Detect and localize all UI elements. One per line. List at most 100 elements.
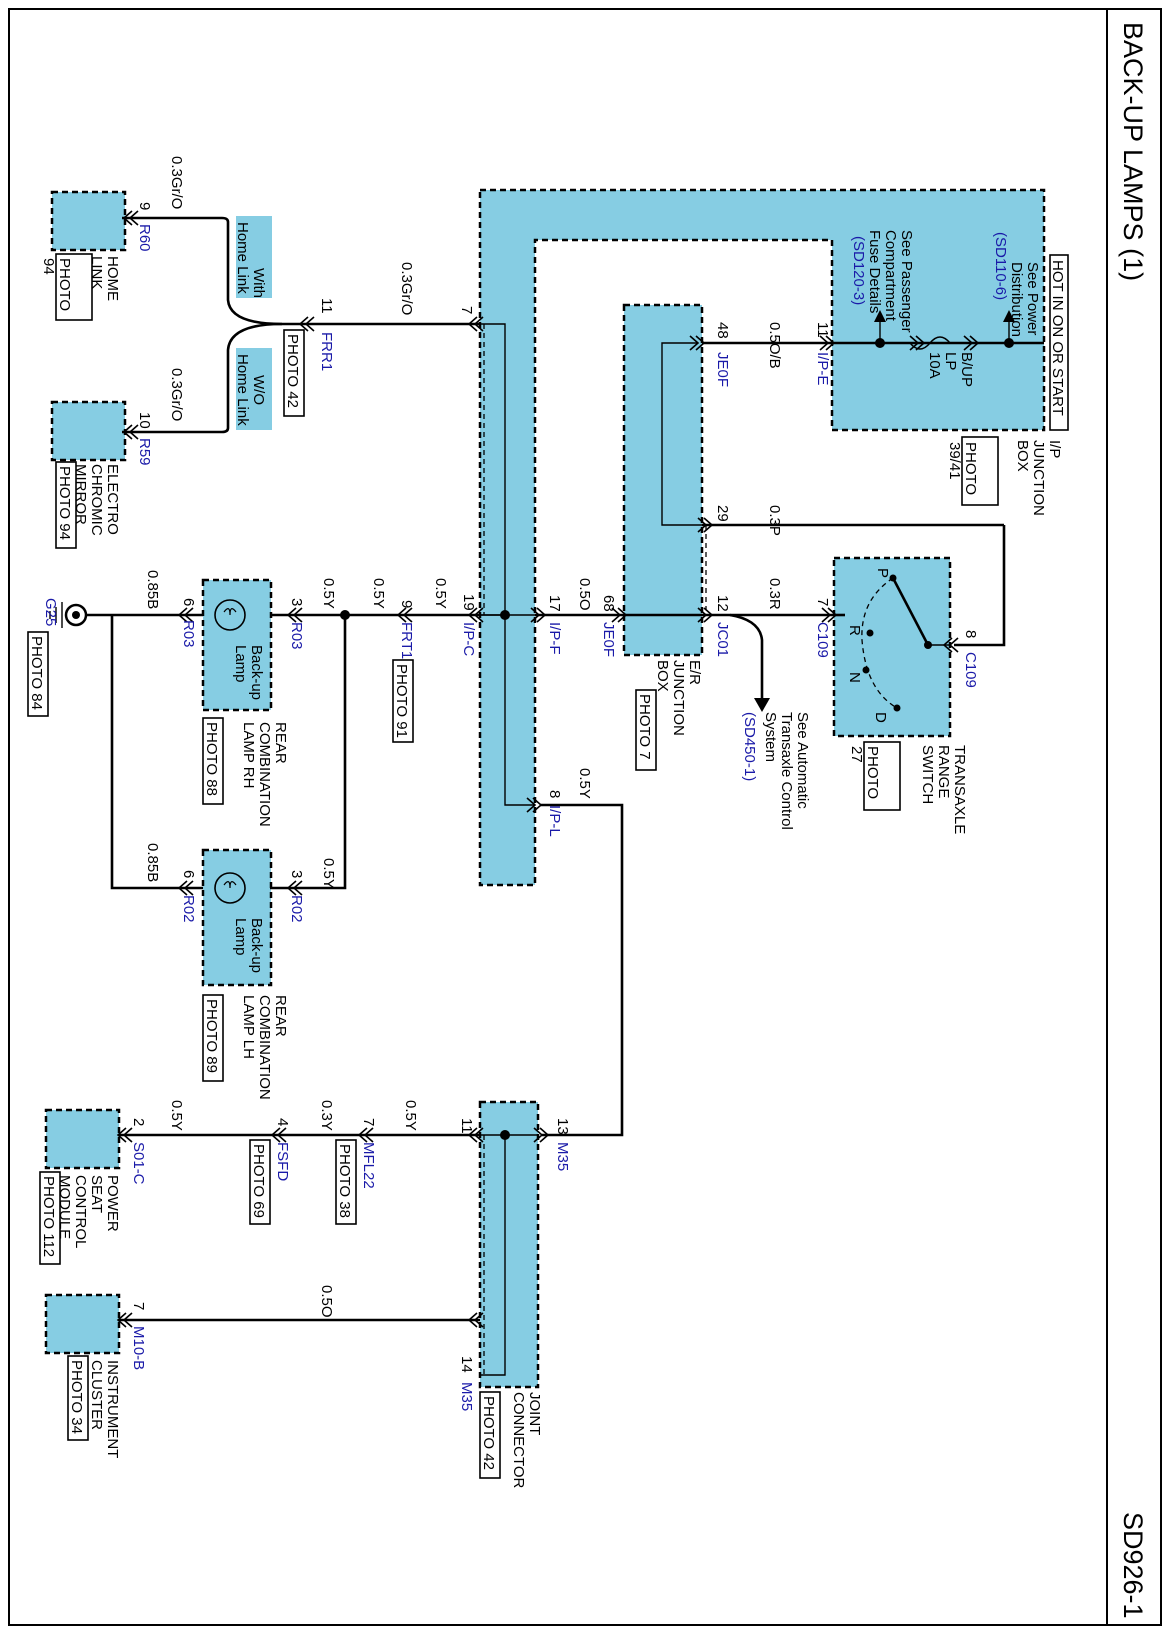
ip-junction-box: [478, 188, 1046, 887]
diagram-label-line: E/R: [686, 660, 703, 685]
ip-internal-wire: [480, 323, 535, 806]
diagram-label: FSFD: [274, 1142, 291, 1181]
transaxle-range-switch: [832, 556, 952, 738]
diagram-label: ELECTROCHROMICMIRROR: [72, 464, 121, 536]
diagram-label: Home Link: [234, 222, 251, 294]
diagram-label: 19: [460, 594, 477, 611]
diagram-label: 0.5Y: [576, 768, 593, 799]
diagram-label: 6: [180, 598, 197, 606]
diagram-label-line: PHOTO: [864, 746, 881, 799]
joint-internal-wire: [480, 1134, 506, 1376]
diagram-label-line: 39/41: [946, 442, 963, 480]
diagram-label: 6: [180, 870, 197, 878]
diagram-label: S01-C: [130, 1142, 147, 1185]
wire-05y-to-joint: [540, 803, 624, 1137]
diagram-label-line: CONNECTOR: [510, 1392, 527, 1489]
diagram-label: I/P-F: [546, 622, 563, 655]
diagram-label: 3: [288, 598, 305, 606]
diagram-label: 0.5Y: [168, 1100, 185, 1131]
photo-box: [67, 1355, 89, 1441]
diagram-label-line: POWER: [104, 1175, 121, 1232]
diagram-label-line: HOME: [104, 256, 121, 301]
hot-label: HOT IN ON OR START: [1049, 260, 1066, 416]
diagram-label-line: CHROMIC: [88, 464, 105, 536]
diagram-label: 48: [714, 322, 731, 339]
diagram-label-line: Back-up: [248, 645, 265, 700]
diagram-label: 17: [546, 595, 563, 612]
with-homelink-tag: [236, 216, 272, 298]
diagram-label-line: REAR: [272, 995, 289, 1037]
diagram-label: G25: [42, 598, 59, 626]
wire-03p-return: [954, 525, 1006, 647]
diagram-label: PHOTO 69: [250, 1144, 267, 1218]
diagram-label: See PassengerCompartmentFuse Details: [866, 230, 915, 333]
diagram-label: 7: [814, 598, 831, 606]
diagram-label: PHOTO 84: [28, 636, 45, 710]
bulb-icon: [214, 872, 246, 904]
diagram-label: 14: [458, 1356, 475, 1373]
diagram-label: P: [874, 568, 891, 578]
diagram-label-line: ELECTRO: [104, 464, 121, 535]
diagram-label-line: RANGE: [935, 745, 952, 798]
diagram-label: JE0F: [714, 352, 731, 387]
diagram-label: 13: [554, 1118, 571, 1135]
diagram-label: R02: [180, 895, 197, 923]
diagram-label-line: Transaxle Control: [778, 712, 795, 830]
diagram-label-line: SWITCH: [919, 745, 936, 804]
photo-box: [392, 659, 414, 743]
photo-box: [283, 329, 305, 417]
diagram-label-line: Lamp: [232, 918, 249, 956]
wire-with-homelink: [122, 216, 283, 326]
diagram-label: 0.3R: [766, 578, 783, 610]
diagram-label-line: JUNCTION: [1030, 440, 1047, 516]
photo-box: [27, 631, 49, 717]
photo-box: [635, 689, 657, 771]
diagram-label: 0.5O: [318, 1285, 335, 1318]
diagram-label: M35: [554, 1142, 571, 1171]
fuse-icon: [909, 336, 951, 350]
diagram-label: 9: [398, 600, 415, 608]
diagram-label-line: JOINT: [526, 1392, 543, 1435]
diagram-label: 12: [714, 595, 731, 612]
diagram-label: PHOTO94: [40, 258, 73, 311]
diagram-label: 4: [274, 1118, 291, 1126]
diagram-label-line: LAMP LH: [240, 995, 257, 1059]
diagram-label: 9: [136, 202, 153, 210]
electrochromic-mirror: [50, 400, 127, 462]
diagram-label-line: See Power: [1024, 262, 1041, 335]
see-power-ref: (SD110-6): [992, 232, 1009, 300]
diagram-label: M10-B: [130, 1326, 147, 1370]
diagram-label: M35: [458, 1382, 475, 1411]
photo-box: [335, 1139, 357, 1225]
diagram-label: 0.3Y: [318, 1100, 335, 1131]
wire-atc-branch: [729, 613, 764, 700]
diagram-label: R03: [180, 620, 197, 648]
diagram-label-line: LP: [942, 352, 959, 370]
diagram-label: 0.5Y: [320, 578, 337, 609]
diagram-label: C109: [962, 652, 979, 688]
diagram-label: 7: [360, 1118, 377, 1126]
photo-box: [39, 1171, 61, 1265]
diagram-label: FRR1: [318, 332, 335, 371]
diagram-label: PHOTO 91: [393, 664, 410, 738]
diagram-label: E/RJUNCTIONBOX: [654, 660, 703, 736]
diagram-label-line: TRANSAXLE: [951, 745, 968, 834]
diagram-label: PHOTO 112: [40, 1176, 57, 1257]
diagram-label: TRANSAXLERANGESWITCH: [919, 745, 968, 834]
photo-box: [479, 1391, 501, 1479]
diagram-label: 0.5O: [576, 578, 593, 611]
diagram-label: R03: [288, 622, 305, 650]
hot-label-box: [1049, 254, 1069, 431]
rear-combination-lamp-lh: [201, 848, 273, 987]
diagram-label-line: 27: [848, 746, 865, 763]
diagram-label-line: CONTROL: [72, 1175, 89, 1248]
diagram-label: C109: [814, 622, 831, 658]
diagram-label-line: CLUSTER: [88, 1360, 105, 1430]
diagram-label: 0.85B: [144, 570, 161, 609]
see-atc-ref: (SD450-1): [741, 712, 758, 781]
diagram-label-line: JUNCTION: [670, 660, 687, 736]
diagram-label: PHOTO 42: [480, 1396, 497, 1470]
arrow-up-icon: [1003, 310, 1015, 322]
diagram-label: I/P-C: [460, 622, 477, 656]
diagram-label: N: [846, 672, 863, 683]
